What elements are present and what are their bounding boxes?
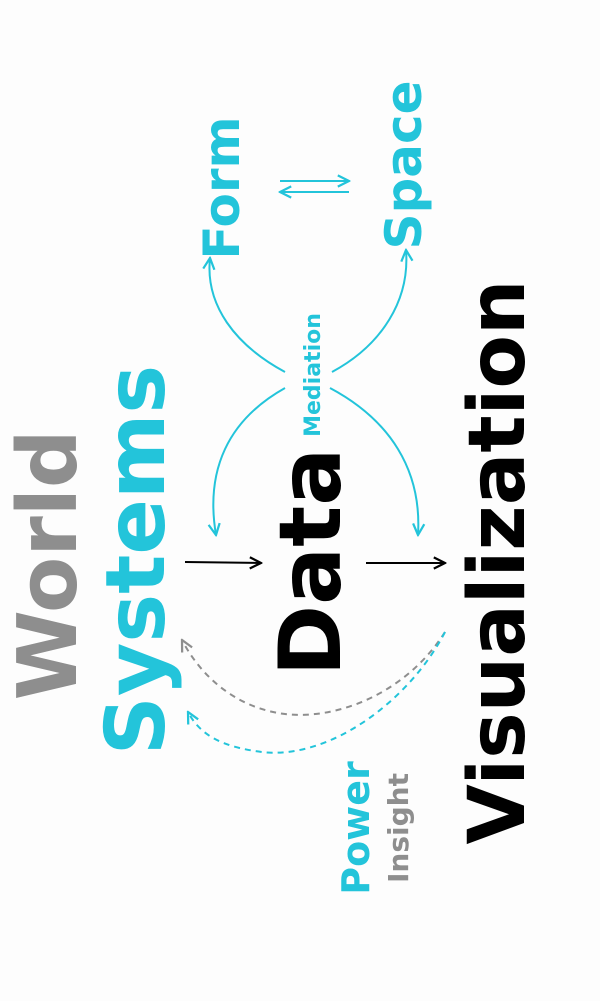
power-feedback-arrow <box>188 631 446 754</box>
mediation-to-space-arrow <box>331 250 406 373</box>
mediation-to-visualization-arrow <box>329 387 418 535</box>
world-label: World <box>1 429 96 700</box>
visualization-label: Visualization <box>453 280 543 845</box>
insight-label: Insight <box>382 773 415 883</box>
insight-feedback-arrow <box>182 631 446 716</box>
data-label: Data <box>261 448 361 677</box>
power-label: Power <box>334 761 378 895</box>
world-to-data-arrow <box>184 562 261 563</box>
space-label: Space <box>375 80 433 249</box>
mediation-label: Mediation <box>301 313 326 437</box>
systems-label: Systems <box>89 365 184 755</box>
form-label: Form <box>193 116 251 259</box>
mediation-to-data-arrow <box>213 387 286 535</box>
mediation-to-form-arrow <box>209 258 286 373</box>
